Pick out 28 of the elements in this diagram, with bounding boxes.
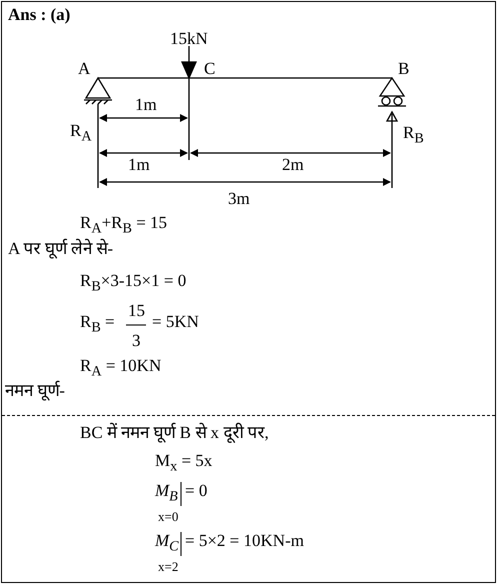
answer-heading: Ans : (a) <box>8 6 70 25</box>
numerator: 15 <box>128 302 145 321</box>
point-label: C <box>204 60 216 79</box>
equation: = 0 <box>185 482 208 501</box>
reaction-label: R$_{B}$ <box>403 124 424 147</box>
equation: M$_{x}$ = 5x <box>155 452 212 475</box>
equation: M$_{B}$ <box>155 482 178 505</box>
equation: M$_{C}$ <box>155 532 179 555</box>
text-line: A पर घूर्ण लेने से- <box>8 240 113 259</box>
equation: = 5×2 = 10KN-m <box>185 532 304 551</box>
reaction-label: R$_{A}$ <box>70 122 92 145</box>
load-label: 15kN <box>170 30 208 49</box>
limit-label: x=2 <box>158 560 178 574</box>
equation: R$_{A}$ = 10KN <box>80 357 162 380</box>
equation: R$_{A}$+R$_{B}$ = 15 <box>80 214 168 237</box>
text-line: BC में नमन घूर्ण B से x दूरी पर, <box>80 424 269 443</box>
text-line: नमन घूर्ण- <box>5 382 65 401</box>
equation: R$_{B}$×3-15×1 = 0 <box>80 272 186 295</box>
equation: = 5KN <box>152 313 199 332</box>
denominator: 3 <box>132 332 140 351</box>
dimension-label: 2m <box>282 156 304 175</box>
equation: R$_{B}$ = <box>80 313 115 336</box>
limit-label: x=0 <box>158 510 178 524</box>
dimension-label: 1m <box>135 96 157 115</box>
dimension-label: 1m <box>128 156 150 175</box>
dimension-label: 3m <box>228 190 250 209</box>
point-label: B <box>398 60 410 79</box>
point-label: A <box>78 60 90 79</box>
